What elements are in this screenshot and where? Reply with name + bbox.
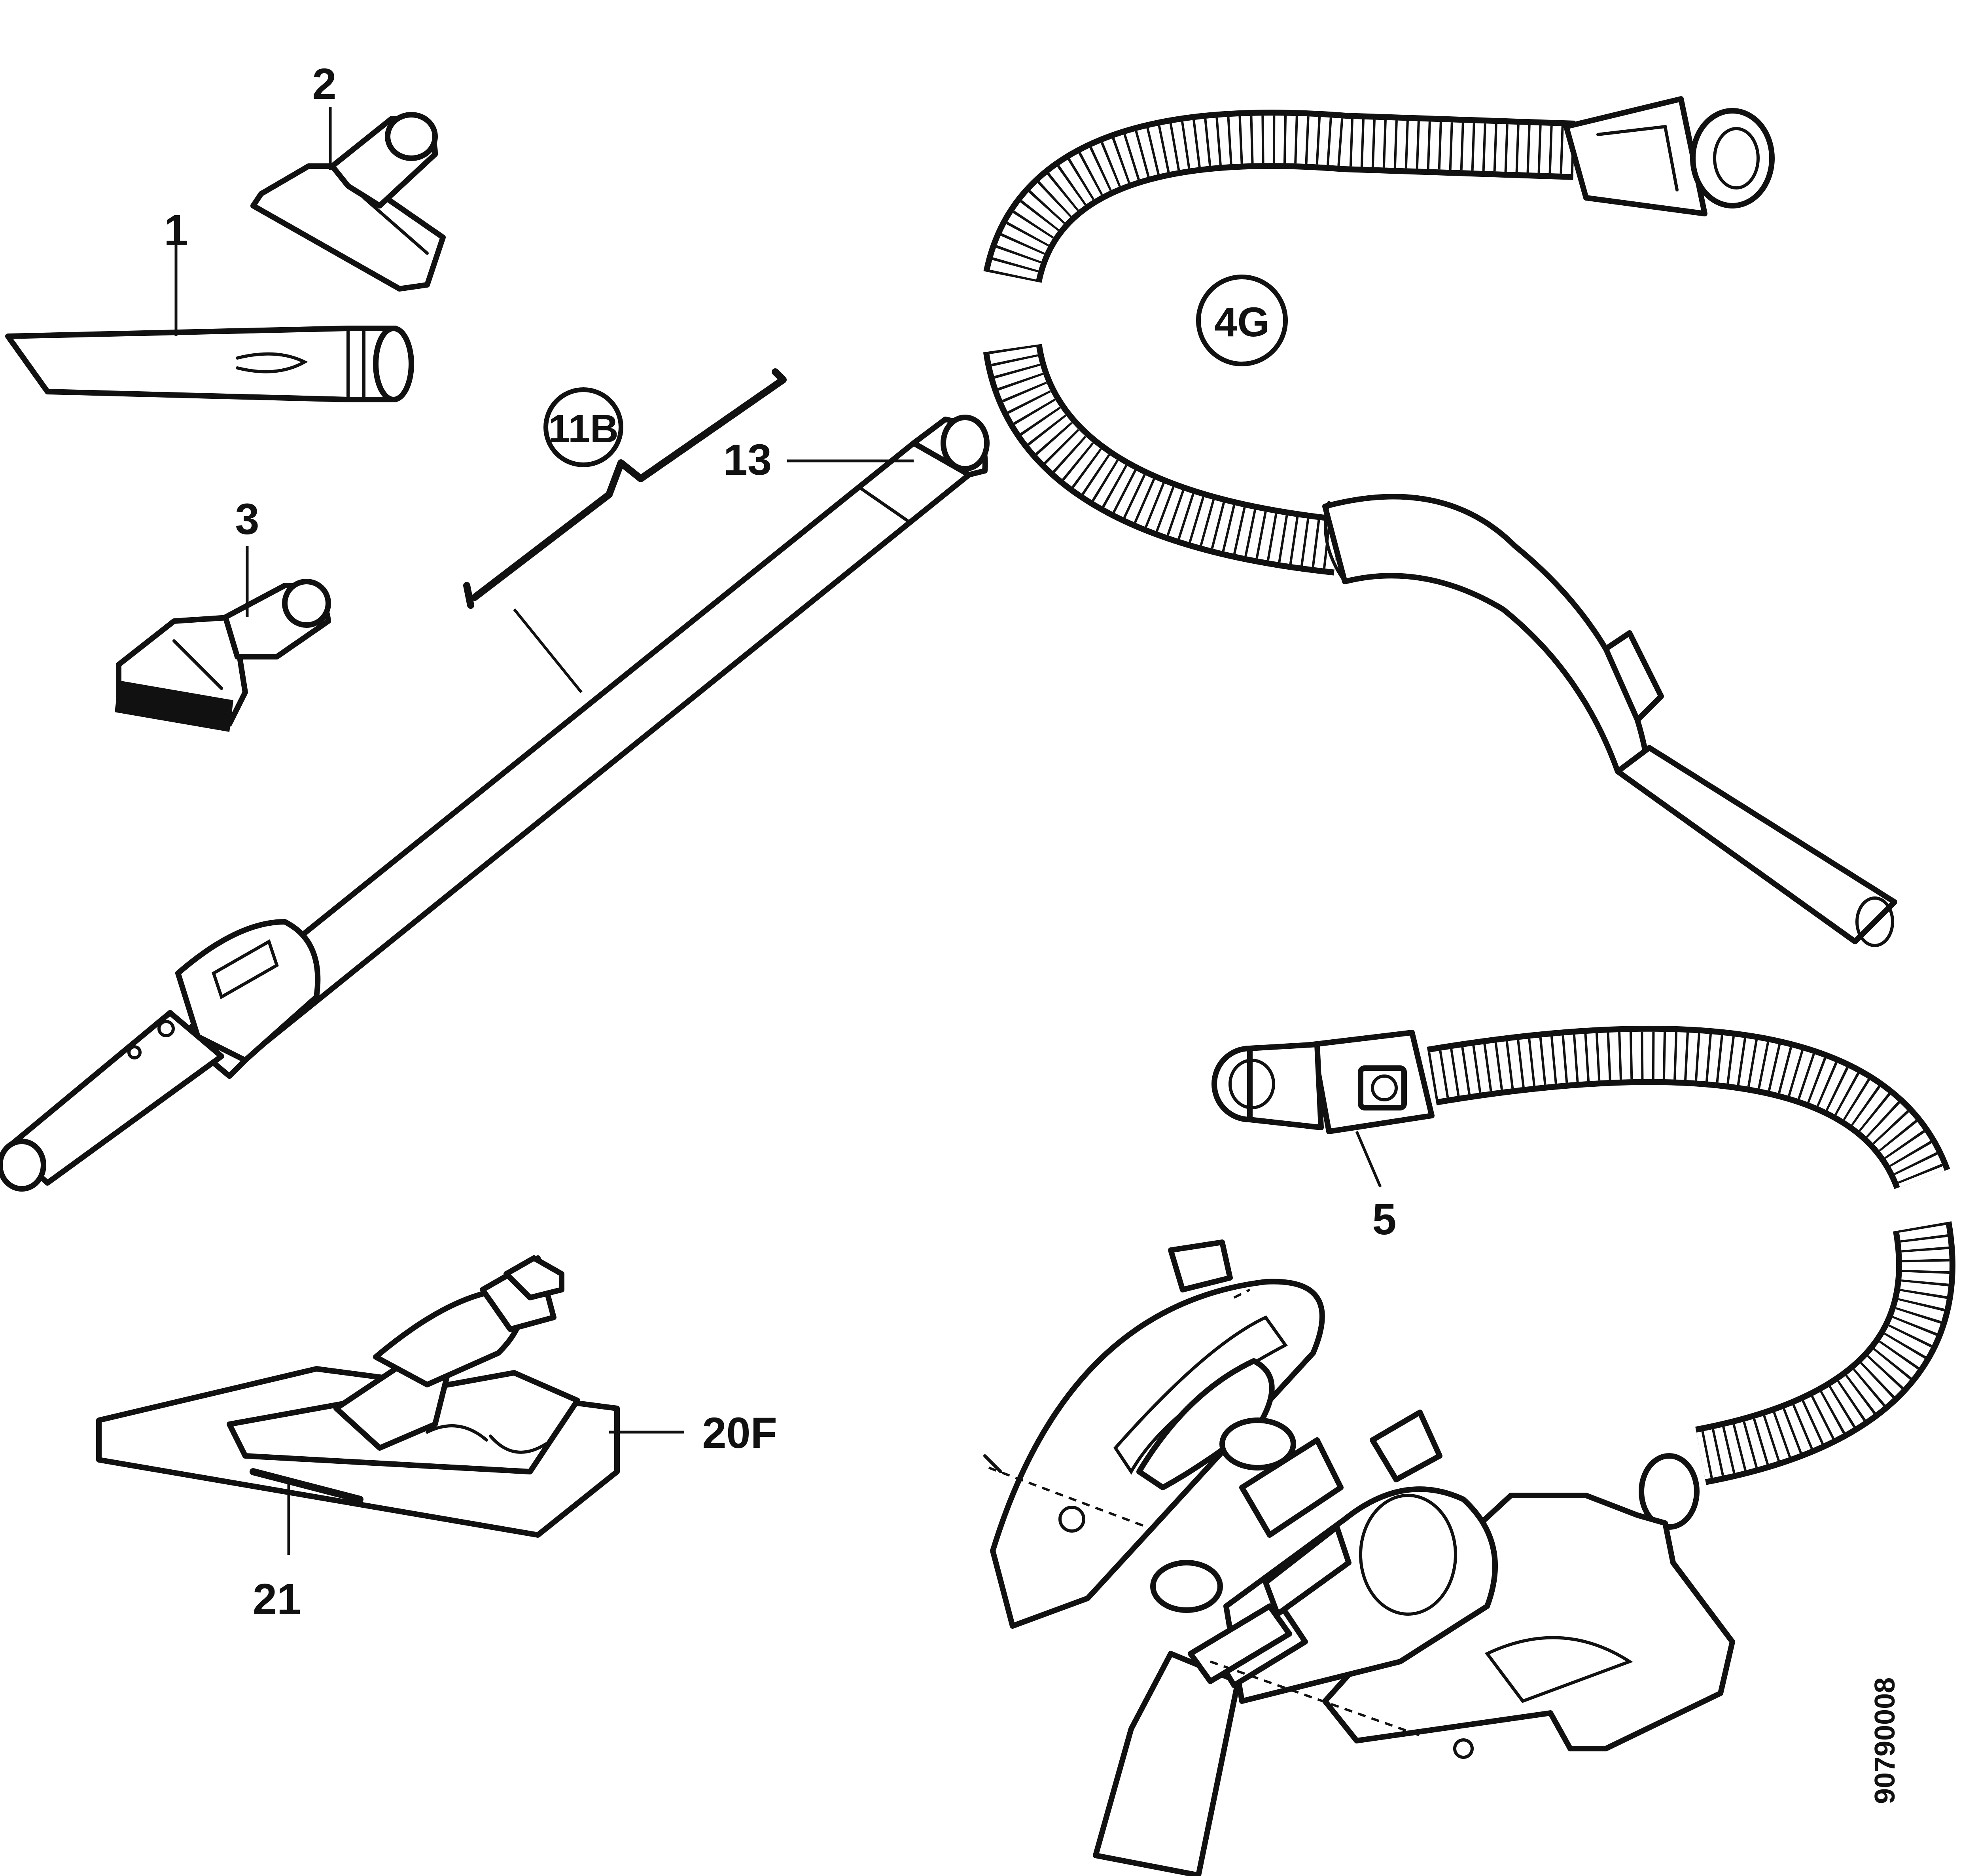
part-label-21: 21 — [253, 1575, 301, 1624]
part-label-20f: 20F — [702, 1409, 777, 1457]
part-label-2: 2 — [312, 60, 336, 108]
part-label-13: 13 — [723, 436, 772, 484]
hose-assembly-5 — [983, 1025, 1955, 1876]
circled-label-4g: 4G — [1196, 275, 1288, 366]
part-label-1: 1 — [164, 206, 188, 255]
dusting-brush — [115, 579, 331, 732]
crevice-tool — [5, 326, 414, 402]
svg-text:11B: 11B — [548, 407, 619, 451]
hose-assembly-4g — [983, 96, 1897, 947]
circled-label-11b: 11B — [543, 387, 623, 467]
part-label-3: 3 — [235, 495, 259, 544]
telescopic-tube — [0, 415, 990, 1192]
bracket-11b — [463, 368, 787, 609]
reference-code: 90790008 — [1869, 1677, 1901, 1804]
floor-nozzle — [96, 1255, 620, 1538]
leader-11b — [513, 608, 583, 694]
strip-21 — [250, 1468, 363, 1503]
upholstery-nozzle — [250, 112, 446, 292]
leader-5 — [1355, 1131, 1382, 1188]
brush-bristles — [115, 680, 233, 732]
part-label-5: 5 — [1372, 1195, 1396, 1244]
svg-text:4G: 4G — [1214, 299, 1270, 345]
